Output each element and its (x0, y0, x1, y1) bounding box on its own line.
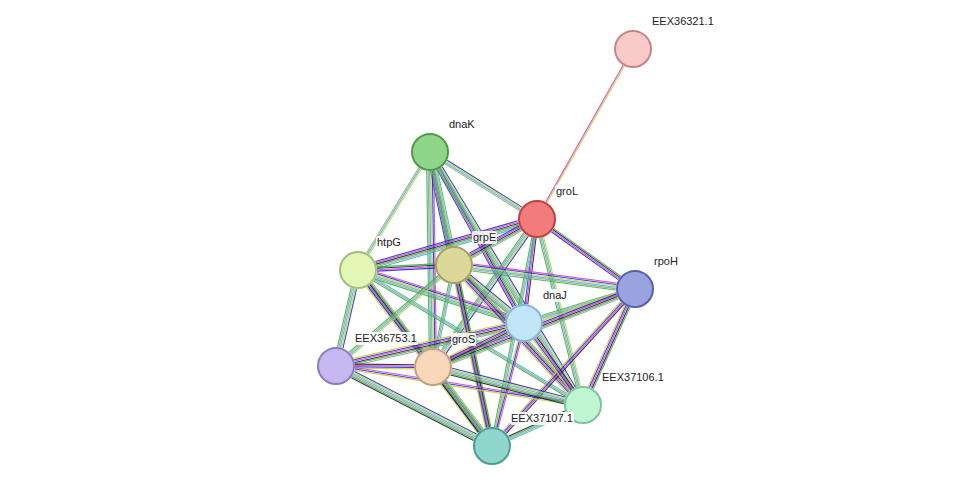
evidence-stroke (547, 66, 624, 203)
interaction-edge (351, 372, 476, 441)
protein-node: groS (414, 348, 452, 386)
evidence-stroke (535, 339, 572, 390)
protein-node: dnaK (411, 133, 449, 171)
protein-node: htpG (339, 251, 377, 289)
evidence-stroke (351, 378, 473, 441)
evidence-stroke (444, 382, 480, 431)
evidence-stroke (352, 377, 474, 440)
node-label: dnaK (448, 118, 476, 131)
evidence-stroke (443, 383, 479, 432)
protein-node: dnaJ (505, 304, 543, 342)
evidence-stroke (451, 334, 508, 361)
evidence-stroke (537, 337, 574, 388)
evidence-stroke (452, 370, 565, 399)
evidence-stroke (473, 265, 616, 284)
interaction-edge (355, 364, 414, 369)
evidence-stroke (554, 228, 621, 276)
interaction-edge (445, 160, 522, 210)
evidence-stroke (473, 270, 616, 289)
evidence-stroke (536, 338, 573, 389)
evidence-stroke (449, 330, 506, 357)
node-label: EEX36753.1 (354, 332, 418, 345)
evidence-stroke (553, 229, 620, 277)
evidence-stroke (377, 268, 435, 271)
evidence-stroke (546, 65, 623, 202)
evidence-stroke (469, 226, 519, 254)
evidence-stroke (451, 333, 508, 360)
evidence-stroke (470, 227, 520, 255)
interaction-edge (449, 293, 618, 364)
evidence-stroke (449, 329, 506, 356)
evidence-stroke (451, 375, 564, 404)
interaction-edge (449, 329, 508, 362)
evidence-stroke (367, 167, 419, 253)
evidence-stroke (472, 271, 615, 290)
protein-node: EEX36753.1 (317, 347, 355, 385)
interaction-edge (533, 337, 573, 391)
evidence-stroke (503, 302, 620, 431)
protein-node: groL (518, 200, 556, 238)
node-label: groL (555, 185, 579, 198)
evidence-stroke (451, 296, 618, 360)
interaction-edge (551, 228, 621, 279)
node-label: groS (451, 333, 476, 346)
evidence-stroke (355, 366, 414, 368)
evidence-stroke (355, 365, 414, 367)
node-label: EEX37107.1 (510, 412, 574, 425)
evidence-stroke (368, 168, 420, 254)
interaction-edge (442, 381, 483, 433)
evidence-stroke (355, 370, 564, 403)
evidence-stroke (473, 267, 616, 286)
evidence-stroke (340, 289, 354, 348)
interaction-edge (503, 302, 624, 434)
evidence-stroke (339, 288, 353, 347)
evidence-stroke (338, 288, 352, 347)
evidence-stroke (452, 371, 565, 400)
node-label: EEX37106.1 (601, 371, 665, 384)
evidence-stroke (551, 232, 618, 280)
evidence-stroke (552, 231, 619, 279)
evidence-stroke (427, 171, 429, 348)
evidence-stroke (353, 374, 475, 437)
evidence-stroke (369, 169, 421, 255)
node-label: rpoH (653, 255, 679, 268)
evidence-stroke (450, 331, 507, 358)
evidence-stroke (355, 364, 414, 366)
node-label: EEX36321.1 (651, 15, 715, 28)
evidence-stroke (533, 340, 570, 391)
evidence-stroke (473, 268, 616, 287)
evidence-stroke (452, 368, 565, 397)
evidence-stroke (505, 304, 622, 433)
evidence-stroke (504, 303, 621, 432)
interaction-edge (377, 264, 435, 271)
interaction-edge (469, 226, 521, 258)
evidence-stroke (442, 384, 478, 433)
evidence-stroke (445, 381, 481, 430)
protein-node: grpE (435, 246, 473, 284)
node-label: grpE (472, 231, 497, 244)
interaction-edge (451, 368, 566, 403)
evidence-stroke (353, 375, 475, 438)
interaction-edge (367, 167, 422, 254)
evidence-stroke (451, 372, 564, 401)
node-label: htpG (376, 236, 402, 249)
interaction-edge (472, 264, 616, 290)
evidence-stroke (447, 381, 483, 430)
protein-node: rpoH (616, 270, 654, 308)
node-label: dnaJ (542, 289, 568, 302)
protein-node: EEX36321.1 (614, 30, 652, 68)
protein-node: EEX37107.1 (473, 427, 511, 465)
evidence-stroke (451, 374, 564, 403)
interaction-edge (546, 65, 625, 203)
